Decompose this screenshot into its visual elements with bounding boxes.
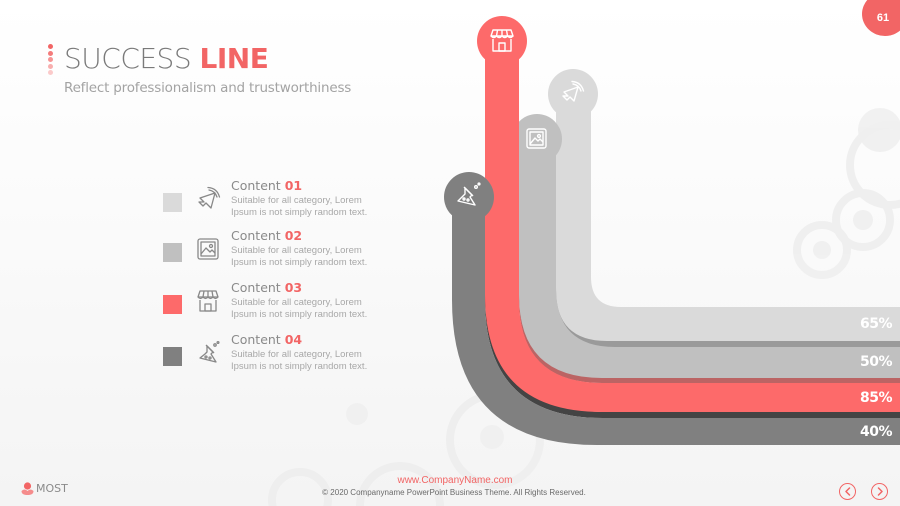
logo: MOST xyxy=(21,482,68,495)
legend-item-02: Content 02 Suitable for all category, Lo… xyxy=(163,228,383,274)
page-subtitle: Reflect professionalism and trustworthin… xyxy=(64,80,352,96)
percent-label-04: 40% xyxy=(859,424,893,440)
legend-heading: Content 03 xyxy=(231,280,303,295)
next-slide-button[interactable] xyxy=(871,483,888,500)
legend-swatch-dark-gray xyxy=(163,347,182,366)
speaker-icon-badge xyxy=(548,69,598,119)
image-icon-badge xyxy=(512,114,562,164)
footer: www.CompanyName.com © 2020 Companyname P… xyxy=(0,475,900,497)
store-icon-badge xyxy=(477,16,527,66)
percent-label-01: 65% xyxy=(859,316,893,332)
prev-slide-button[interactable] xyxy=(839,483,856,500)
percent-label-03: 85% xyxy=(859,390,893,406)
legend-description: Suitable for all category, Lorem Ipsum i… xyxy=(231,195,368,218)
line-content-03 xyxy=(477,16,900,418)
legend-description: Suitable for all category, Lorem Ipsum i… xyxy=(231,349,368,372)
flask-icon-badge xyxy=(444,172,494,222)
page-title: SUCCESS LINE xyxy=(64,42,269,75)
title-dots-decoration xyxy=(48,44,54,77)
footer-copyright: © 2020 Companyname PowerPoint Business T… xyxy=(322,488,586,497)
percent-label-02: 50% xyxy=(859,354,893,370)
chevron-left-icon xyxy=(844,487,850,496)
legend-heading: Content 01 xyxy=(231,178,303,193)
store-icon xyxy=(490,29,514,52)
logo-text: MOST xyxy=(36,482,68,495)
line-content-01 xyxy=(548,69,900,347)
legend-item-03: Content 03 Suitable for all category, Lo… xyxy=(163,280,383,326)
image-icon xyxy=(197,238,219,260)
speaker-icon xyxy=(198,186,221,209)
image-icon xyxy=(526,128,547,149)
flask-icon xyxy=(457,182,481,206)
flask-icon xyxy=(199,340,220,363)
legend-swatch-mid-gray xyxy=(163,243,182,262)
title-main: SUCCESS xyxy=(64,42,192,75)
legend-swatch-red xyxy=(163,295,182,314)
line-content-02 xyxy=(512,114,900,383)
legend-heading: Content 02 xyxy=(231,228,303,243)
footer-url[interactable]: www.CompanyName.com xyxy=(397,475,513,486)
legend-swatch-light-gray xyxy=(163,193,182,212)
title-accent: LINE xyxy=(199,42,269,75)
page-number-badge: 61 xyxy=(862,0,900,36)
legend-item-04: Content 04 Suitable for all category, Lo… xyxy=(163,332,383,378)
speaker-icon xyxy=(562,80,585,102)
legend-heading: Content 04 xyxy=(231,332,303,347)
logo-icon xyxy=(21,482,34,495)
line-content-04 xyxy=(444,172,900,445)
store-icon xyxy=(197,290,219,312)
legend-item-01: Content 01 Suitable for all category, Lo… xyxy=(163,178,383,224)
chevron-right-icon xyxy=(877,487,883,496)
legend-description: Suitable for all category, Lorem Ipsum i… xyxy=(231,297,368,320)
legend-description: Suitable for all category, Lorem Ipsum i… xyxy=(231,245,368,268)
